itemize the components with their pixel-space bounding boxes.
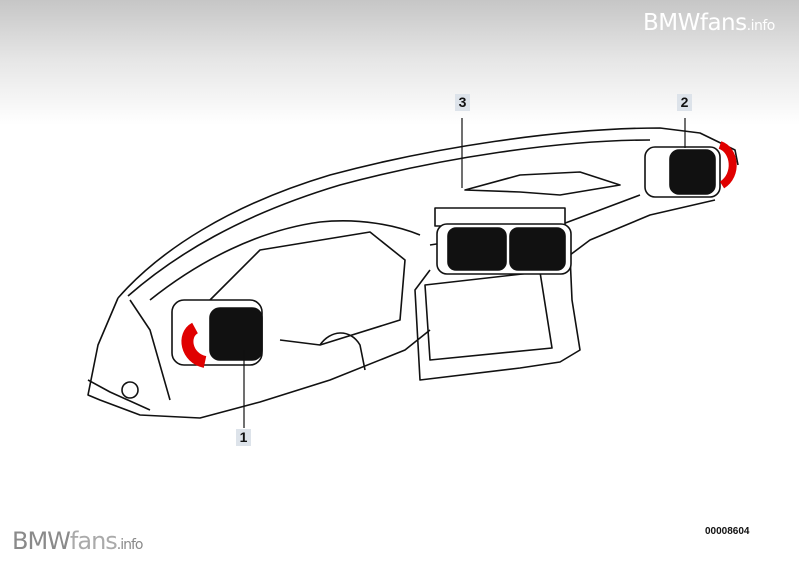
dash-top-edge-inner [127, 139, 651, 297]
diagram-code: 00008604 [705, 526, 750, 537]
dash-lower [87, 379, 151, 411]
dash-front-edge [87, 297, 431, 419]
center-vent [434, 207, 572, 275]
left-knee-panel [129, 299, 171, 401]
right-vent [644, 141, 737, 198]
dash-top-edge [117, 127, 739, 299]
instrument-hood [149, 220, 421, 301]
center-console [424, 271, 553, 361]
left-vent [171, 299, 263, 368]
watermark-top: BMWfans.info [643, 10, 775, 36]
watermark-bottom: BMWfans.info [12, 527, 143, 555]
steering-cutout [319, 332, 366, 371]
glovebox-recess [464, 171, 621, 196]
callout-1[interactable]: 1 [236, 429, 251, 446]
switch-hole [121, 381, 139, 399]
dash-right-side [414, 199, 716, 381]
callout-2[interactable]: 2 [677, 94, 692, 111]
callout-3[interactable]: 3 [455, 94, 470, 111]
